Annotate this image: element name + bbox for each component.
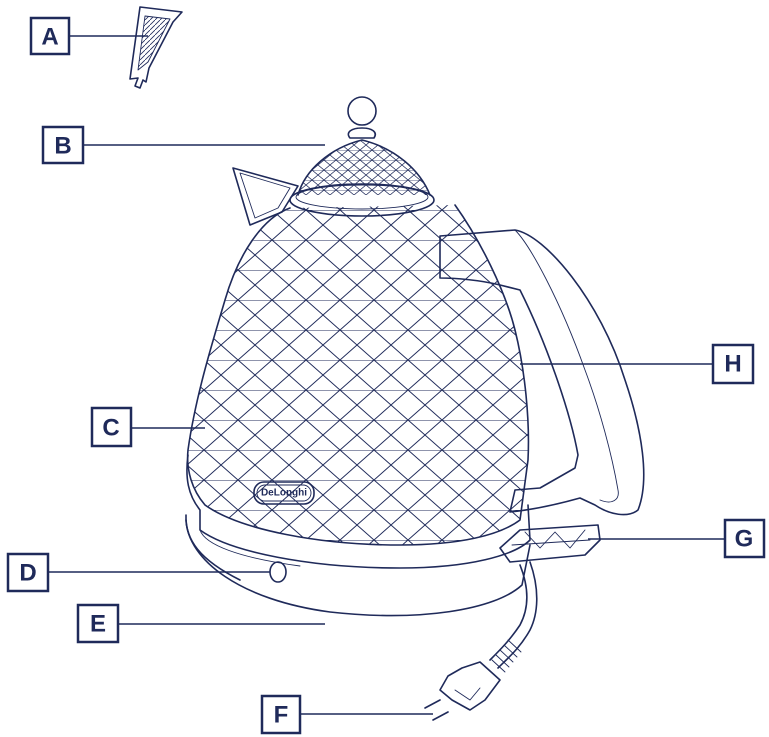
- svg-text:B: B: [54, 133, 71, 160]
- brand-logo-text: DeLonghi: [261, 488, 307, 499]
- label-h: H: [711, 343, 755, 385]
- label-c: C: [90, 406, 133, 448]
- svg-text:C: C: [102, 415, 119, 442]
- svg-text:D: D: [19, 560, 36, 587]
- label-a: A: [29, 16, 71, 56]
- label-f: F: [260, 694, 302, 735]
- brand-logo-badge: DeLonghi: [253, 481, 315, 505]
- svg-text:H: H: [724, 351, 741, 378]
- filter-part-a: [129, 6, 183, 89]
- leader-lines: [48, 35, 725, 715]
- svg-text:G: G: [735, 526, 754, 553]
- label-e: E: [76, 603, 120, 644]
- label-d: D: [6, 552, 50, 593]
- label-b: B: [41, 125, 85, 165]
- svg-text:F: F: [274, 702, 289, 729]
- kettle-illustration: DeLonghi: [185, 96, 645, 721]
- svg-text:E: E: [90, 611, 106, 638]
- label-g: G: [723, 518, 766, 559]
- svg-text:A: A: [41, 24, 58, 51]
